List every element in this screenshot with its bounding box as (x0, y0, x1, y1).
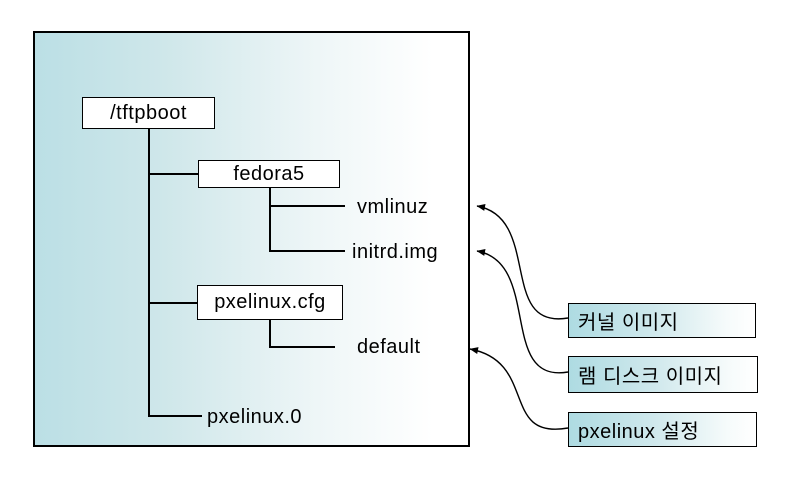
file-pxelinux-0: pxelinux.0 (207, 406, 303, 428)
tree-branch-line-default (269, 346, 335, 348)
tree-branch-line-pxelinux0 (148, 415, 202, 417)
arrow-kernel-to-vmlinuz (476, 204, 569, 320)
file-initrd-img: initrd.img (352, 241, 439, 263)
file-vmlinuz: vmlinuz (357, 196, 429, 218)
arrow-ramdisk-to-initrd (476, 249, 569, 374)
node-fedora5: fedora5 (198, 160, 340, 188)
pxelinux-cfg-subtree-trunk-line (269, 319, 271, 347)
tree-branch-line-fedora5 (148, 173, 198, 175)
callout-kernel-image: 커널 이미지 (568, 303, 756, 338)
arrow-config-to-default (469, 347, 569, 430)
tree-trunk-line (148, 129, 150, 416)
tftpboot-container-box (33, 31, 470, 447)
node-pxelinux-cfg: pxelinux.cfg (197, 285, 343, 320)
tree-branch-line-pxelinux-cfg (148, 302, 197, 304)
node-tftpboot: /tftpboot (82, 97, 215, 129)
tree-branch-line-vmlinuz (269, 205, 345, 207)
callout-pxelinux-config: pxelinux 설정 (568, 412, 757, 447)
fedora5-subtree-trunk-line (269, 188, 271, 251)
file-default: default (357, 336, 421, 358)
callout-ramdisk-image: 램 디스크 이미지 (568, 356, 758, 393)
tree-branch-line-initrd (269, 250, 345, 252)
